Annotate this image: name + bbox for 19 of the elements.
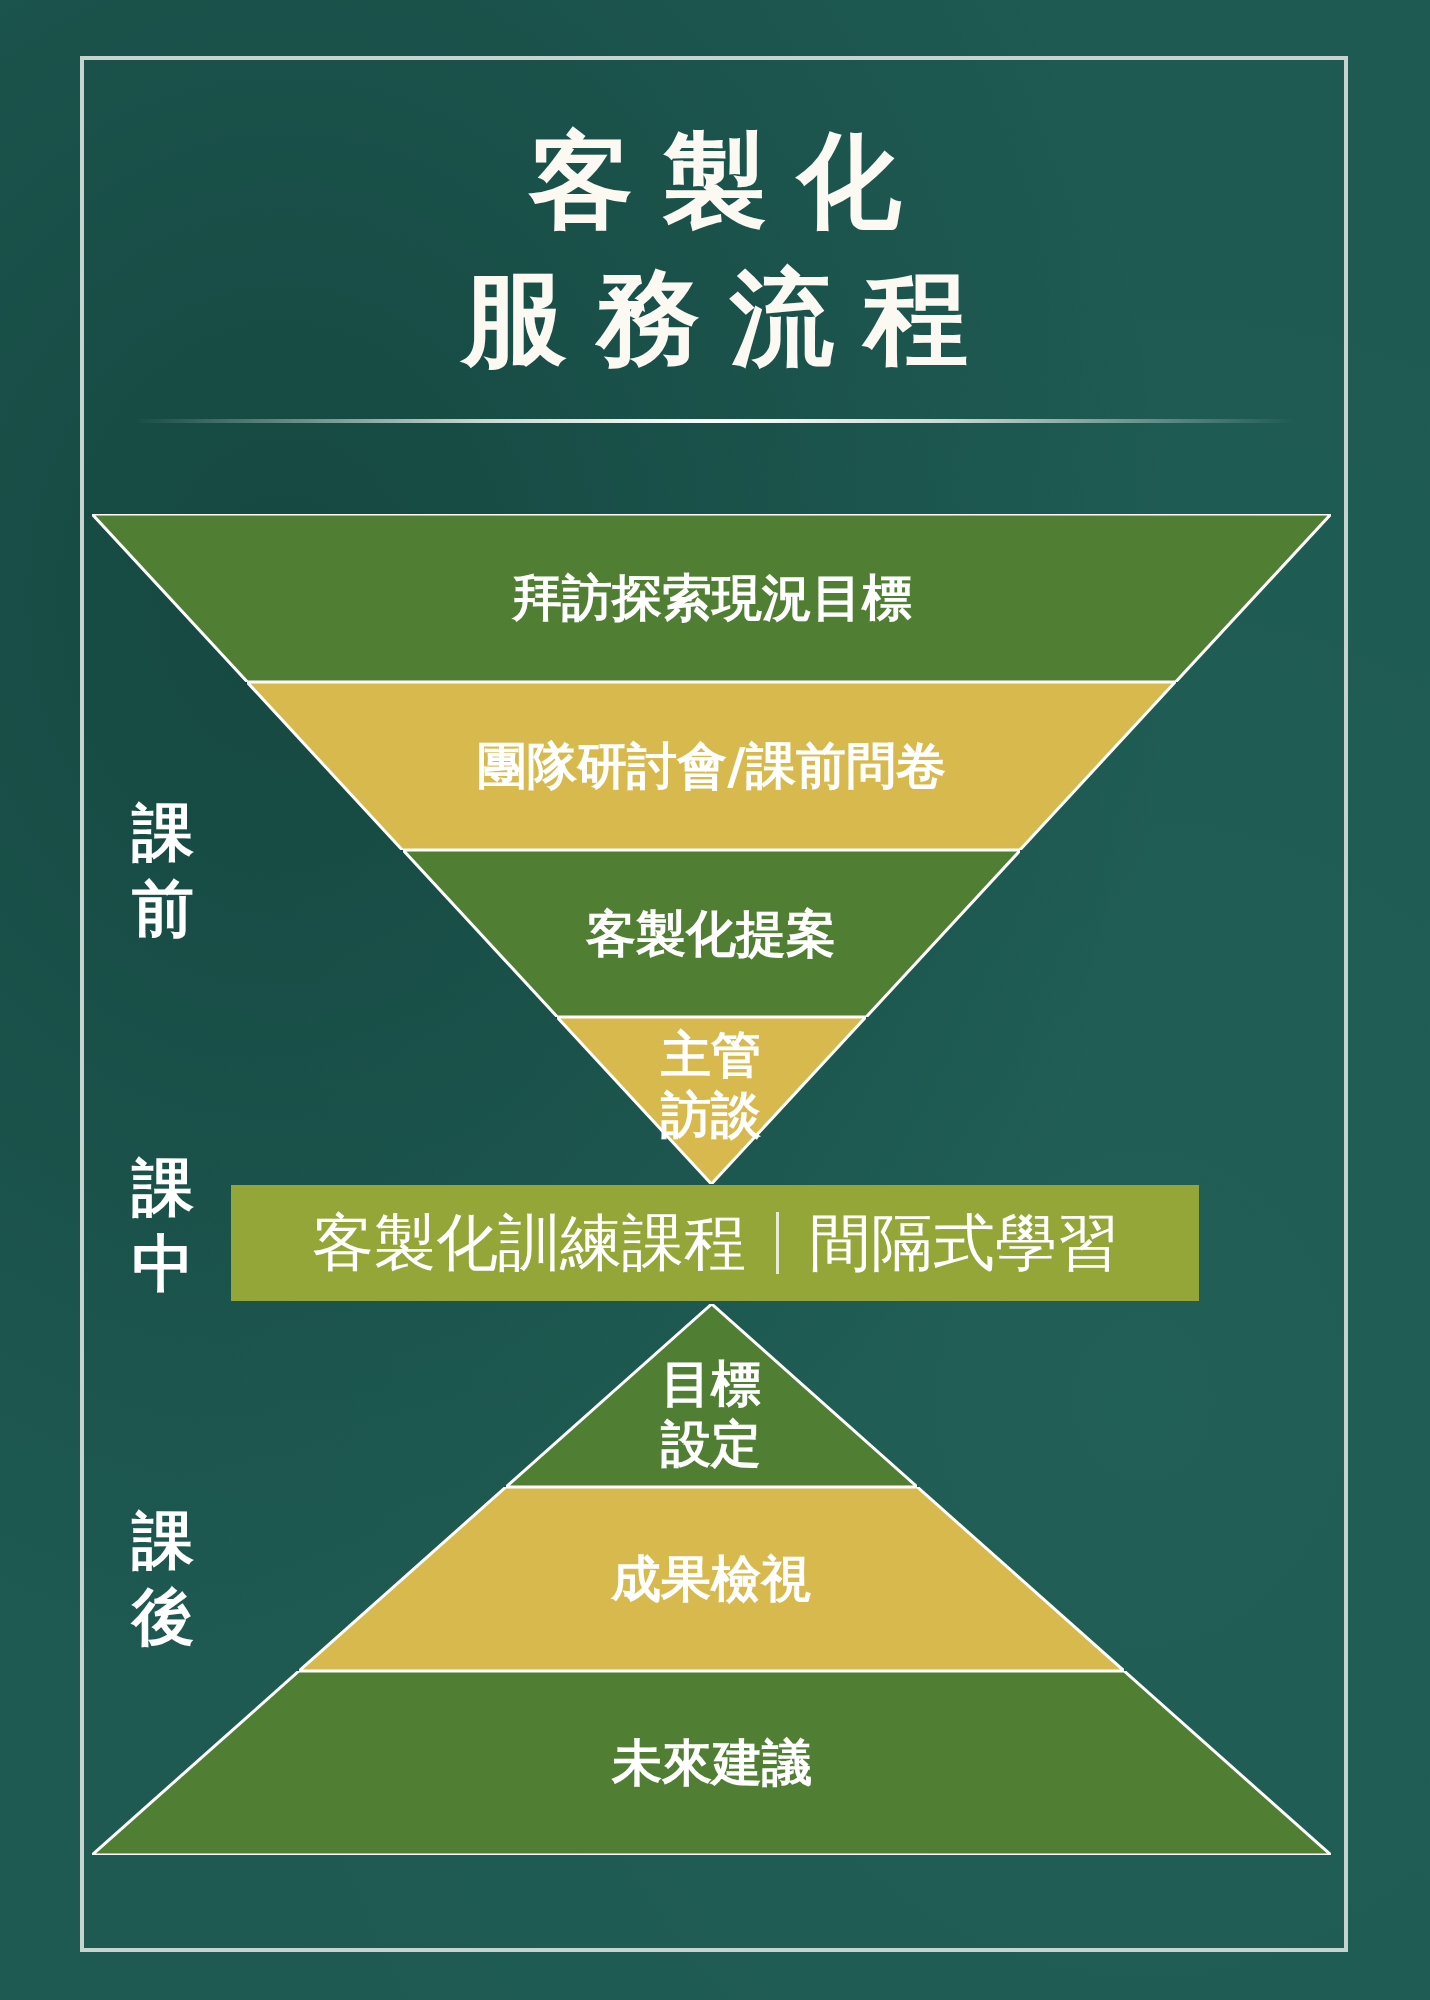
funnel-band bbox=[247, 682, 1176, 850]
funnel-band bbox=[92, 514, 1331, 682]
band-label: 目標設定 bbox=[659, 1353, 763, 1474]
band-label: 主管訪談 bbox=[660, 1025, 763, 1146]
band-label: 成果檢視 bbox=[611, 1549, 812, 1609]
phase-label: 課前 bbox=[130, 795, 195, 947]
phase-label: 課中 bbox=[130, 1150, 195, 1302]
band-label: 團隊研討會/課前問卷 bbox=[477, 736, 946, 796]
pyramid-band bbox=[298, 1487, 1125, 1671]
band-label: 客製化提案 bbox=[586, 903, 837, 964]
band-label: 未來建議 bbox=[611, 1733, 812, 1793]
title: 客製化服務流程 bbox=[459, 118, 999, 381]
banner-bar bbox=[231, 1185, 1199, 1301]
funnel-band bbox=[402, 850, 1021, 1017]
banner-text: 客製化訓練課程 bbox=[311, 1206, 746, 1280]
band-label: 拜訪探索現況目標 bbox=[511, 568, 912, 628]
pyramid-band bbox=[92, 1671, 1331, 1855]
banner-text: 間隔式學習 bbox=[808, 1206, 1119, 1280]
phase-label: 課後 bbox=[129, 1503, 195, 1655]
